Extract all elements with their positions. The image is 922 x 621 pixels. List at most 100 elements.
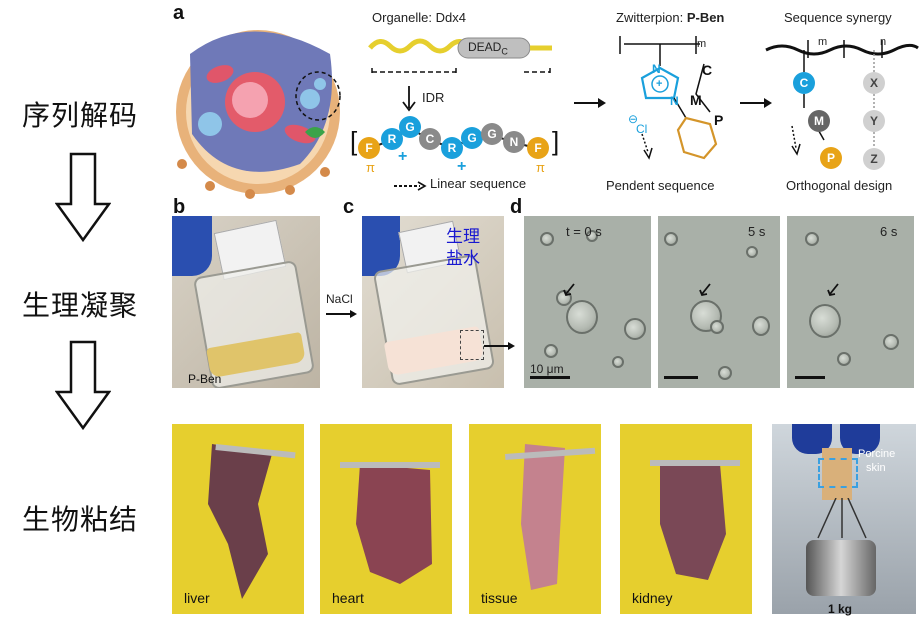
dotted-arrow-icon <box>394 181 427 191</box>
atom-plus: + <box>656 78 663 90</box>
arrow-icon <box>827 283 839 297</box>
linear-sequence-label: Linear sequence <box>430 176 527 191</box>
ddx4-chain <box>368 37 552 76</box>
scale-label: 10 μm <box>530 362 564 376</box>
bead-f-left: F <box>358 137 380 159</box>
synergy-node-x: X <box>863 72 885 94</box>
heart-label: heart <box>332 590 364 606</box>
bracket-left: [ <box>350 126 358 156</box>
heart-specimen <box>340 462 440 584</box>
synergy-repeat-m: m <box>818 36 828 48</box>
droplet <box>612 356 624 368</box>
down-arrow-icon <box>55 152 111 243</box>
photo-porcine-skin <box>772 424 916 614</box>
zwitterion-structure <box>619 36 718 160</box>
dead-domain-label: DEADC <box>468 40 508 56</box>
bead-g: G <box>399 116 421 138</box>
micrograph-6s <box>787 216 914 388</box>
atom-minus: ⊖ <box>628 112 639 126</box>
photo-p-ben-vial <box>172 216 320 388</box>
kidney-label: kidney <box>632 590 673 606</box>
zwitterion-name: P-Ben <box>686 10 725 25</box>
time-label-2: 6 s <box>880 224 898 239</box>
saline-label-2: 盐水 <box>446 249 480 269</box>
weight-label: 1 kg <box>828 602 853 616</box>
organelle-label: Organelle: Ddx4 <box>372 10 466 25</box>
atom-n-bottom: N <box>670 94 679 108</box>
label-sequence-decoding: 序列解码 <box>22 99 139 132</box>
idr-label: IDR <box>422 90 445 105</box>
bead-n: N <box>503 131 525 153</box>
synergy-node-z: Z <box>863 148 885 170</box>
down-arrow-icon <box>55 340 111 431</box>
orthogonal-design-label: Orthogonal design <box>786 178 893 193</box>
repeat-m: m <box>697 38 707 50</box>
bracket-right: ] <box>552 126 560 156</box>
atom-p: P <box>714 112 724 128</box>
pendent-sequence-label: Pendent sequence <box>606 178 715 193</box>
liver-specimen <box>208 444 296 599</box>
label-bioadhesion: 生物粘结 <box>22 503 139 536</box>
plus-mark: + <box>398 148 408 165</box>
droplet <box>710 320 724 334</box>
atom-c: C <box>702 62 713 78</box>
liver-label: liver <box>184 590 210 606</box>
atom-m: M <box>690 92 702 108</box>
plus-mark: + <box>457 158 467 175</box>
droplet <box>540 232 554 246</box>
right-arrow-icon <box>740 98 772 108</box>
porcine-skin-sample <box>822 448 852 500</box>
bead-f-right: F <box>527 137 549 159</box>
panel-letter-b: b <box>173 196 186 218</box>
droplet <box>883 334 899 350</box>
micrograph-5s <box>658 216 780 388</box>
panel-letter-c: c <box>343 196 355 218</box>
skin-highlight-box <box>818 458 858 488</box>
tissue-label: tissue <box>481 590 518 606</box>
synergy-node-y: Y <box>863 110 885 132</box>
photo-tissue: tissue <box>469 424 601 614</box>
synergy-node-p: P <box>820 147 842 169</box>
pi-mark-left: π <box>366 160 375 175</box>
tissue-specimen <box>505 444 596 590</box>
scale-bar <box>795 376 825 379</box>
hanging-wire <box>817 498 867 539</box>
label-physiological-coacervation: 生理凝聚 <box>22 289 139 322</box>
droplet <box>586 230 598 242</box>
droplet <box>718 366 732 380</box>
photo-heart: heart <box>320 424 452 614</box>
right-arrow-icon <box>326 310 357 318</box>
atom-cl: Cl <box>636 122 648 136</box>
panel-letter-a: a <box>173 2 185 24</box>
droplet <box>566 300 598 334</box>
synergy-structure <box>765 40 919 156</box>
synergy-repeat-n: n <box>880 36 887 48</box>
droplet <box>624 318 646 340</box>
time-label-1: 5 s <box>748 224 766 239</box>
time-label-0: t = 0 s <box>566 224 602 239</box>
pi-mark-right: π <box>536 160 545 175</box>
photo-saline-vial <box>362 216 504 388</box>
glove <box>362 216 400 276</box>
kidney-specimen <box>650 460 740 580</box>
zwitterion-label: Zwitterpion: P-Ben <box>616 10 724 25</box>
zwitterion-prefix: Zwitterpion: <box>616 10 687 25</box>
scale-bar <box>530 376 570 379</box>
porcine-label-2: skin <box>866 462 886 474</box>
arrow-icon <box>563 283 575 297</box>
droplet <box>746 246 758 258</box>
synergy-node-m: M <box>808 110 830 132</box>
saline-label-1: 生理 <box>446 227 480 247</box>
bead-g-2: G <box>461 127 483 149</box>
bead-c: C <box>419 128 441 150</box>
panel-letter-d: d <box>510 196 523 218</box>
synergy-node-c: C <box>793 72 815 94</box>
micrograph-t0 <box>524 216 651 388</box>
bead-g-3: G <box>481 123 503 145</box>
zoom-box <box>460 330 484 360</box>
dead-subscript: C <box>501 46 508 57</box>
droplet <box>752 316 770 336</box>
porcine-label-1: Porcine <box>858 448 896 460</box>
nacl-label: NaCl <box>326 292 353 306</box>
dead-text: DEAD <box>468 40 502 54</box>
